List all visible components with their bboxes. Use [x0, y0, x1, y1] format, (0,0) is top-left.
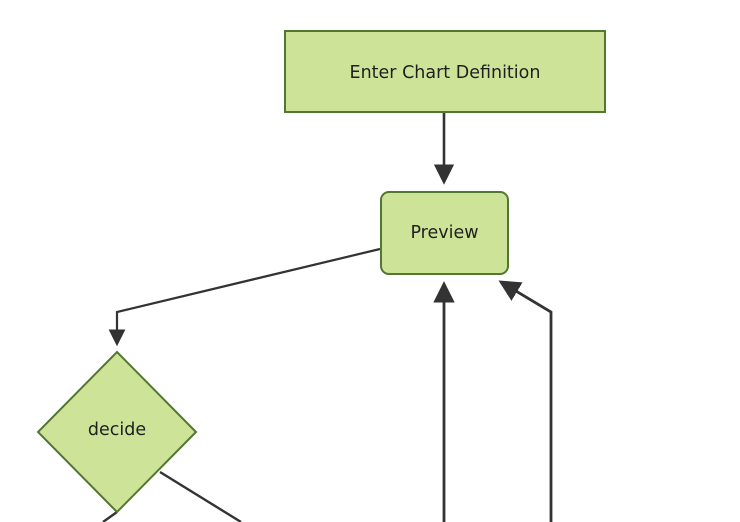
edge-decide-right-out [159, 470, 242, 522]
node-preview[interactable]: Preview [380, 191, 509, 275]
node-group: Enter Chart Definition Preview decide [36, 30, 606, 514]
edge-preview-to-decide [117, 247, 381, 344]
edge-group [102, 113, 553, 522]
node-decide-shape[interactable] [36, 350, 198, 514]
node-preview-shape[interactable] [380, 191, 509, 275]
node-enter-chart-definition[interactable]: Enter Chart Definition [284, 30, 606, 113]
node-decide[interactable]: decide [36, 350, 198, 514]
edge-bottom-right-to-preview [501, 282, 553, 522]
edge-decide-bottom-out [102, 511, 118, 522]
node-enter-chart-definition-shape[interactable] [284, 30, 606, 113]
